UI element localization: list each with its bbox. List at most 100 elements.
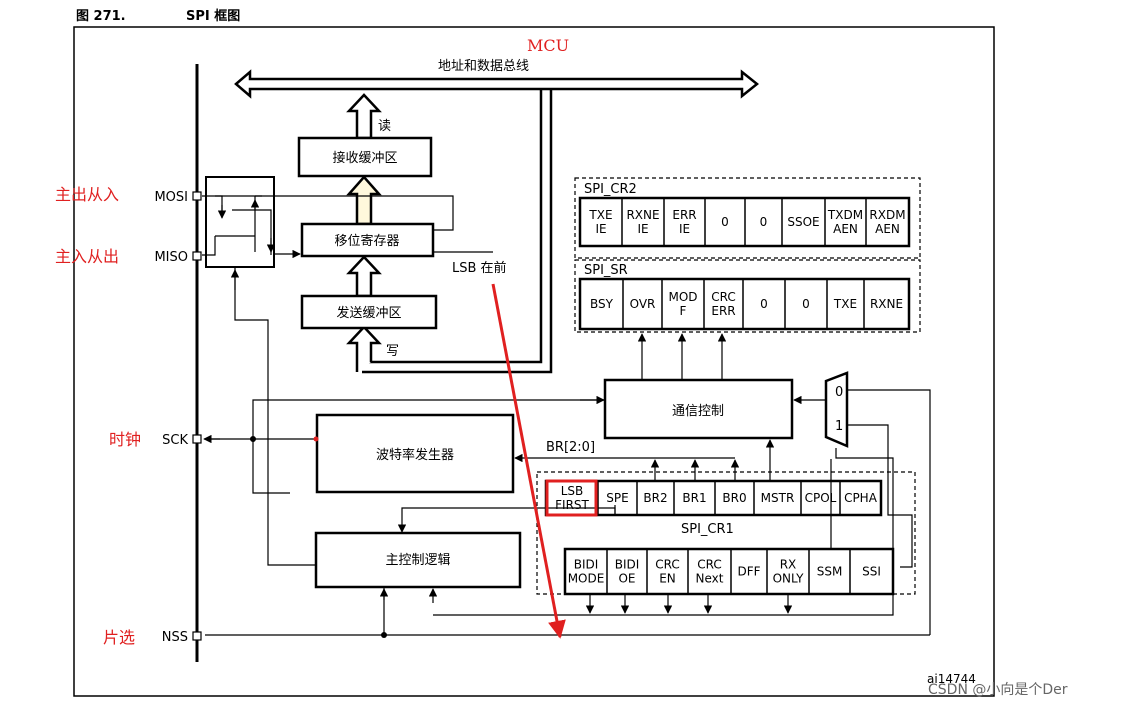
shift-to-rx-arrow xyxy=(346,175,382,226)
cr1-top-bit-0-line-1: FIRST xyxy=(555,498,589,512)
cr2-bit-4-line-0: 0 xyxy=(760,215,768,229)
spe-to-master-arrow xyxy=(397,507,616,533)
nss-mux xyxy=(824,371,849,448)
lsb-first-highlight xyxy=(545,479,598,517)
shift-out-line xyxy=(255,195,454,231)
nss-annotation: 片选 xyxy=(103,628,135,647)
pin-sck: SCK 时钟 xyxy=(109,430,202,449)
lsb-note: LSB 在前 xyxy=(452,260,507,276)
cr1-top-bit-4-line-0: BR0 xyxy=(722,491,746,505)
tx-to-shift-arrow xyxy=(346,255,382,298)
br-label: BR[2:0] xyxy=(546,440,595,455)
mcu-label: MCU xyxy=(527,36,569,55)
read-arrow xyxy=(346,93,382,140)
sr-bit-3-line-0: CRC xyxy=(711,290,736,304)
cr2-bit-2-line-1: IE xyxy=(679,222,690,236)
lsb-annotation-arrow xyxy=(491,283,566,639)
cr1-name: SPI_CR1 xyxy=(681,522,734,537)
cr1-bottom-bit-0-line-1: MODE xyxy=(568,572,605,586)
pin-to-master-line xyxy=(234,268,315,566)
miso-annotation: 主入从出 xyxy=(55,247,119,266)
nss-pin-label: NSS xyxy=(162,630,188,645)
comm-control-label: 通信控制 xyxy=(672,404,724,419)
cr1-bottom-bit-5-line-1: ONLY xyxy=(773,572,805,586)
mux-in-0: 0 xyxy=(835,385,843,400)
comm-to-sr-arrows xyxy=(637,333,727,380)
sr-bit-4-line-0: 0 xyxy=(760,297,768,311)
nss-wiring xyxy=(205,389,931,636)
cr2-bit-5-line-0: SSOE xyxy=(787,215,819,229)
sck-pin-label: SCK xyxy=(162,433,188,448)
read-label: 读 xyxy=(378,119,391,134)
cr2-bit-7-line-0: RXDM xyxy=(869,208,905,222)
cr1-top-bit-5-line-0: MSTR xyxy=(761,491,795,505)
cr2-bit-0-line-0: TXE xyxy=(588,208,612,222)
sr-bit-2-line-0: MOD xyxy=(668,290,697,304)
sr-bit-1-line-0: OVR xyxy=(630,297,656,311)
cr2-bit-1-line-0: RXNE xyxy=(626,208,659,222)
mosi-pin-label: MOSI xyxy=(154,190,188,205)
pin-switch-wiring xyxy=(202,195,272,256)
cr1-top-register-box xyxy=(544,479,883,517)
sr-register-box xyxy=(578,277,911,331)
cr1-top-bit-3-line-0: BR1 xyxy=(682,491,706,505)
sr-bit-5-line-0: 0 xyxy=(802,297,810,311)
cr1-bottom-bit-3-line-1: Next xyxy=(696,572,724,586)
miso-pin-label: MISO xyxy=(154,250,188,265)
cr1-top-bit-1-line-0: SPE xyxy=(606,491,628,505)
pin-switch-box xyxy=(205,176,275,268)
cr1-bottom-bit-0-line-0: BIDI xyxy=(574,558,599,572)
cr2-name: SPI_CR2 xyxy=(584,182,637,197)
cr2-bit-6-line-1: AEN xyxy=(833,222,858,236)
cr1-top-bit-0-line-0: LSB xyxy=(561,484,584,498)
cr1-bottom-bit-5-line-0: RX xyxy=(780,558,797,572)
rx-buffer-block xyxy=(297,136,433,178)
pin-nss: NSS 片选 xyxy=(103,628,202,647)
cr1-bottom-bit-6-line-0: SSM xyxy=(817,565,843,579)
sck-annotation: 时钟 xyxy=(109,430,141,449)
watermark: CSDN @小向是个Der xyxy=(928,682,1068,698)
cr1-bottom-bit-1-line-0: BIDI xyxy=(615,558,640,572)
sr-frame xyxy=(574,259,921,333)
cr1-bottom-bit-7-line-0: SSI xyxy=(862,565,881,579)
cr2-bit-1-line-1: IE xyxy=(637,222,648,236)
sr-bit-3-line-1: ERR xyxy=(711,304,735,318)
sck-wiring xyxy=(205,399,604,494)
cr2-bit-2-line-0: ERR xyxy=(672,208,696,222)
cr1-top-bit-7-line-0: CPHA xyxy=(844,491,878,505)
cr2-bit-0-line-1: IE xyxy=(595,222,606,236)
cr1-top-bit-6-line-0: CPOL xyxy=(805,491,837,505)
baud-generator-block xyxy=(315,413,515,494)
cr2-bit-3-line-0: 0 xyxy=(721,215,729,229)
figure-frame xyxy=(73,26,995,697)
write-path xyxy=(362,89,553,374)
master-control-block xyxy=(314,531,522,589)
sr-bit-7-line-0: RXNE xyxy=(870,297,903,311)
cr1-bottom-register-box xyxy=(563,547,895,596)
mosi-annotation: 主出从入 xyxy=(55,185,119,204)
figure-number: 图 271. xyxy=(76,9,126,24)
sr-bit-0-line-0: BSY xyxy=(590,297,614,311)
sr-bit-2-line-1: F xyxy=(680,304,687,318)
sr-bit-6-line-0: TXE xyxy=(833,297,857,311)
cr1-top-bit-2-line-0: BR2 xyxy=(643,491,667,505)
tx-buffer-block xyxy=(300,294,438,330)
write-label: 写 xyxy=(386,344,399,359)
sr-name: SPI_SR xyxy=(584,263,628,278)
cr1-bottom-bit-3-line-0: CRC xyxy=(697,558,722,572)
comm-control-block xyxy=(603,378,794,440)
cr1-bottom-bit-2-line-0: CRC xyxy=(655,558,680,572)
tx-buffer-label: 发送缓冲区 xyxy=(336,305,401,321)
pin-mosi: MOSI 主出从入 xyxy=(55,185,202,205)
cr2-bit-6-line-0: TXDM xyxy=(827,208,863,222)
write-arrow xyxy=(346,325,382,372)
cr2-bit-7-line-1: AEN xyxy=(875,222,900,236)
bus-label: 地址和数据总线 xyxy=(438,59,529,74)
figure-title: SPI 框图 xyxy=(186,8,240,24)
rx-buffer-label: 接收缓冲区 xyxy=(332,150,397,166)
address-data-bus: 地址和数据总线 xyxy=(234,59,760,99)
master-control-label: 主控制逻辑 xyxy=(385,553,450,568)
cr2-frame xyxy=(574,177,921,259)
